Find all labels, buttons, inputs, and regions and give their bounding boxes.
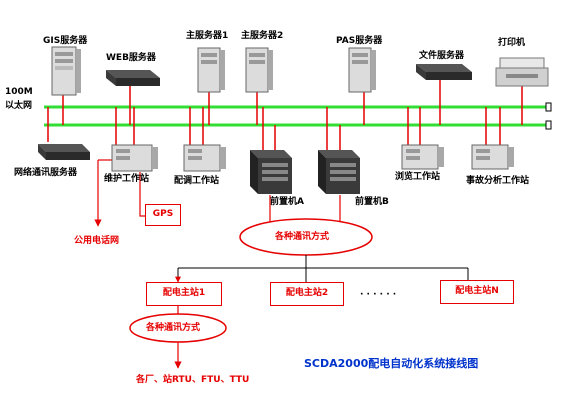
front-end-icon: [250, 150, 292, 194]
workstation-icon: [183, 144, 226, 172]
server-label-pas: PAS服务器: [336, 36, 383, 46]
server-label-main1: 主服务器1: [186, 31, 229, 41]
server-label-gis: GIS服务器: [43, 36, 88, 46]
master-station-2: 配电主站2: [270, 282, 344, 306]
comm-methods-label-top: 各种通讯方式: [275, 232, 330, 242]
bus-terminator-1: [545, 102, 552, 112]
tower-server-icon: [245, 47, 273, 93]
tower-server-icon: [51, 46, 81, 96]
comm-methods-label-bottom: 各种通讯方式: [146, 323, 201, 333]
rack-server-icon: [106, 70, 160, 86]
rack-server-icon: [416, 64, 472, 80]
workstation-label-accident: 事故分析工作站: [466, 176, 530, 186]
server-links: [62, 80, 523, 125]
server-label-main2: 主服务器2: [241, 31, 284, 41]
master-station-n: 配电主站N: [440, 280, 514, 304]
network-label-type: 以太网: [5, 101, 33, 111]
terminals-label: 各厂、站RTU、FTU、TTU: [136, 375, 250, 385]
master-station-1: 配电主站1: [146, 282, 222, 306]
workstation-icon: [471, 144, 514, 170]
workstation-links: [47, 107, 501, 150]
frontend-links: [269, 195, 341, 224]
workstation-label-netcomm: 网络通讯服务器: [14, 168, 78, 178]
workstation-icon: [111, 144, 158, 172]
workstation-label-maintenance: 维护工作站: [104, 174, 150, 184]
server-label-web: WEB服务器: [106, 53, 156, 63]
network-label-speed: 100M: [5, 87, 33, 97]
workstation-icon: [401, 144, 444, 170]
master-station-ellipsis: · · · · · ·: [360, 290, 397, 300]
front-end-icon: [318, 150, 360, 194]
workstation-label-frontend-b: 前置机B: [355, 197, 389, 207]
workstation-label-dispatch: 配调工作站: [174, 176, 220, 186]
server-label-file: 文件服务器: [419, 51, 465, 61]
workstation-label-browse: 浏览工作站: [395, 172, 441, 182]
gps-box: GPS: [145, 204, 181, 226]
diagram-title: SCDA2000配电自动化系统接线图: [304, 357, 479, 370]
master-station-tree: [175, 255, 469, 283]
bus-terminator-2: [545, 120, 552, 130]
server-label-printer: 打印机: [498, 38, 526, 48]
printer-icon: [495, 57, 549, 87]
tower-server-icon: [197, 47, 225, 93]
workstation-label-frontend-a: 前置机A: [270, 197, 304, 207]
tower-server-icon: [348, 47, 376, 93]
phone-network-label: 公用电话网: [74, 236, 120, 246]
rack-server-icon: [38, 144, 90, 160]
